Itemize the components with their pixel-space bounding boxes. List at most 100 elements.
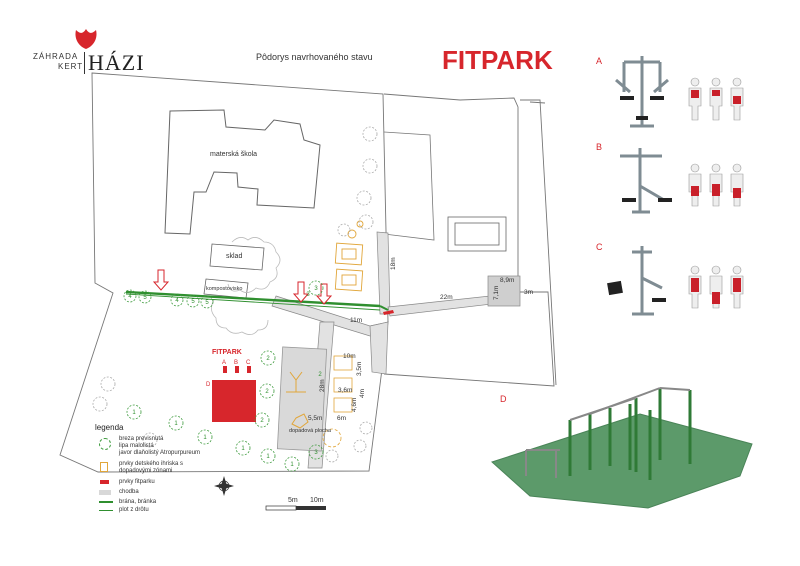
tree-num: 2 [265, 389, 269, 395]
dim-5-5m: 5,5m [308, 415, 322, 422]
subtitle: Pôdorys navrhovaného stavu [256, 52, 373, 62]
legend-tree-3: javor dlaňolistý Atropurpureum [119, 450, 201, 456]
legend-gate: brána, bránka [119, 499, 157, 505]
scale-5m: 5m [288, 497, 298, 504]
label-eq-b: B [234, 360, 238, 366]
tree-num: 1 [174, 421, 178, 427]
workout-station-d-icon [491, 387, 753, 509]
scale-bar: 5m 10m [265, 497, 326, 511]
logo-divider [84, 52, 85, 74]
fitpark-legend-icon [100, 480, 109, 484]
tree-num: 5 [205, 300, 209, 306]
gate-marker [383, 310, 394, 315]
playground-elements [334, 220, 364, 292]
play-equipment [286, 371, 309, 429]
label-compost: kompostovisko [206, 286, 242, 292]
hedge [211, 237, 281, 335]
property-outline [59, 72, 557, 473]
playground-legend-icon [100, 462, 108, 472]
machine-a-icon [615, 56, 669, 128]
label-fitpark: FITPARK [212, 349, 242, 356]
legend-fitpark: prvky fitparku [119, 479, 155, 485]
fitpark-element-d [212, 380, 256, 422]
equipment-c-letter: C [596, 242, 603, 252]
equipment-a-letter: A [596, 56, 603, 66]
legend-tree-2: lipa malolistá [119, 443, 154, 449]
tree-num: 4 [128, 294, 132, 300]
label-storage: sklad [226, 253, 242, 260]
dim-7-1m: 7,1m [493, 286, 500, 300]
muscle-chart-b-icon [688, 163, 744, 207]
label-school: materská škola [210, 151, 257, 158]
pool [447, 216, 507, 252]
fitpark-small-elements [223, 366, 251, 373]
dim-28m: 28m [319, 379, 326, 392]
tree-num: 1 [203, 435, 207, 441]
tree-num: 1 [290, 462, 294, 468]
fence-legend-icon [99, 510, 113, 511]
gate-legend-icon [99, 501, 113, 503]
gate-arrows [152, 269, 333, 305]
logo-top-text: ZÁHRADA [33, 52, 79, 61]
neighbor-building [383, 131, 435, 241]
dim-3-6m: 3,6m [338, 387, 352, 394]
legend-playground: prvky detského ihriska s dopadovými zóna… [119, 461, 184, 474]
dim-3m: 3m [524, 289, 533, 296]
label-eq-c: C [246, 360, 251, 366]
existing-trees [92, 126, 378, 463]
path-network [271, 231, 493, 469]
fence [125, 290, 389, 311]
legend: legenda breza previsnutá lipa malolistá … [95, 423, 235, 526]
dim-3-5m: 3,5m [356, 362, 363, 376]
page-title: FITPARK [442, 45, 553, 75]
kids-play-zone [322, 355, 353, 448]
dim-11m: 11m [350, 317, 362, 324]
tree-num: 3 [314, 450, 318, 456]
machine-c-icon [607, 246, 666, 316]
tree-num: 5 [143, 295, 147, 301]
tree-num: 1 [241, 446, 245, 452]
equipment-a: A [596, 52, 796, 134]
tree-num: 2 [260, 418, 264, 424]
label-eq-a: A [222, 360, 226, 366]
muscle-chart-a-icon [688, 77, 744, 121]
muscle-chart-c-icon [688, 265, 744, 309]
label-eq-d: D [206, 382, 211, 388]
equipment-b-letter: B [596, 142, 603, 152]
equipment-d: D [490, 380, 760, 520]
tree-num: 3 [306, 292, 310, 298]
legend-fence: plot z drôtu [119, 507, 149, 513]
path-legend-icon [99, 490, 111, 495]
dim-6m: 6m [337, 415, 346, 422]
parking-box [487, 275, 521, 307]
tree-num: 1 [266, 454, 270, 460]
tree-num: 2 [318, 372, 322, 378]
dim-4-6m: 4,6m [351, 398, 358, 412]
tulip-icon [75, 29, 97, 49]
equipment-d-letter: D [500, 394, 507, 404]
tree-legend-icon [99, 438, 111, 450]
dim-4m: 4m [359, 389, 366, 398]
compass-icon [214, 476, 234, 496]
legend-title: legenda [95, 423, 124, 432]
dim-8-9m: 8,9m [500, 277, 514, 284]
tree-num: 3 [314, 286, 318, 292]
tree-num: 1 [132, 410, 136, 416]
legend-tree-1: breza previsnutá [119, 436, 164, 442]
tree-num: 5 [191, 299, 195, 305]
tree-num: 2 [266, 356, 270, 362]
school-building [164, 109, 321, 235]
dim-10m: 10m [343, 353, 356, 360]
logo-big-text: HÁZI [88, 50, 145, 75]
equipment-b: B [596, 138, 796, 220]
equipment-c: C [596, 238, 796, 320]
dimension-labels: 18m 22m 11m 10m 28m 8,9m 7,1m 3m 6m 5,5m… [308, 257, 533, 422]
fitpark-zone [276, 346, 328, 452]
label-play-area: dopadová plocha [289, 428, 332, 434]
machine-b-icon [620, 148, 672, 214]
logo: ZÁHRADA KERT HÁZI [28, 28, 148, 78]
tree-num: 4 [175, 298, 179, 304]
legend-path: chodba [119, 489, 139, 495]
numbered-trees [123, 280, 324, 472]
